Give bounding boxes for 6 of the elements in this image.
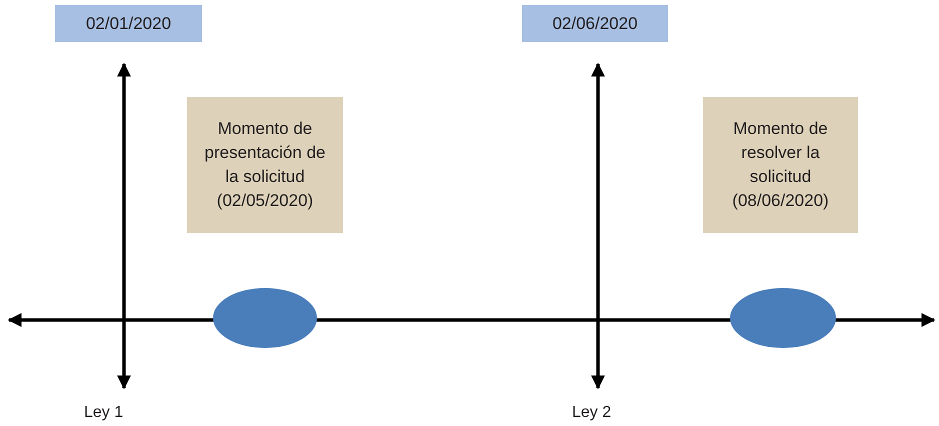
axis-label: Ley 1 — [84, 404, 124, 422]
date-label: 02/06/2020 — [522, 5, 668, 42]
date-label: 02/01/2020 — [55, 5, 202, 42]
note-box: Momento de presentación de la solicitud (02/05/2020) — [187, 97, 343, 233]
axis-label: Ley 2 — [572, 404, 612, 422]
note-box: Momento de resolver la solicitud (08/06/2020) — [703, 97, 858, 233]
